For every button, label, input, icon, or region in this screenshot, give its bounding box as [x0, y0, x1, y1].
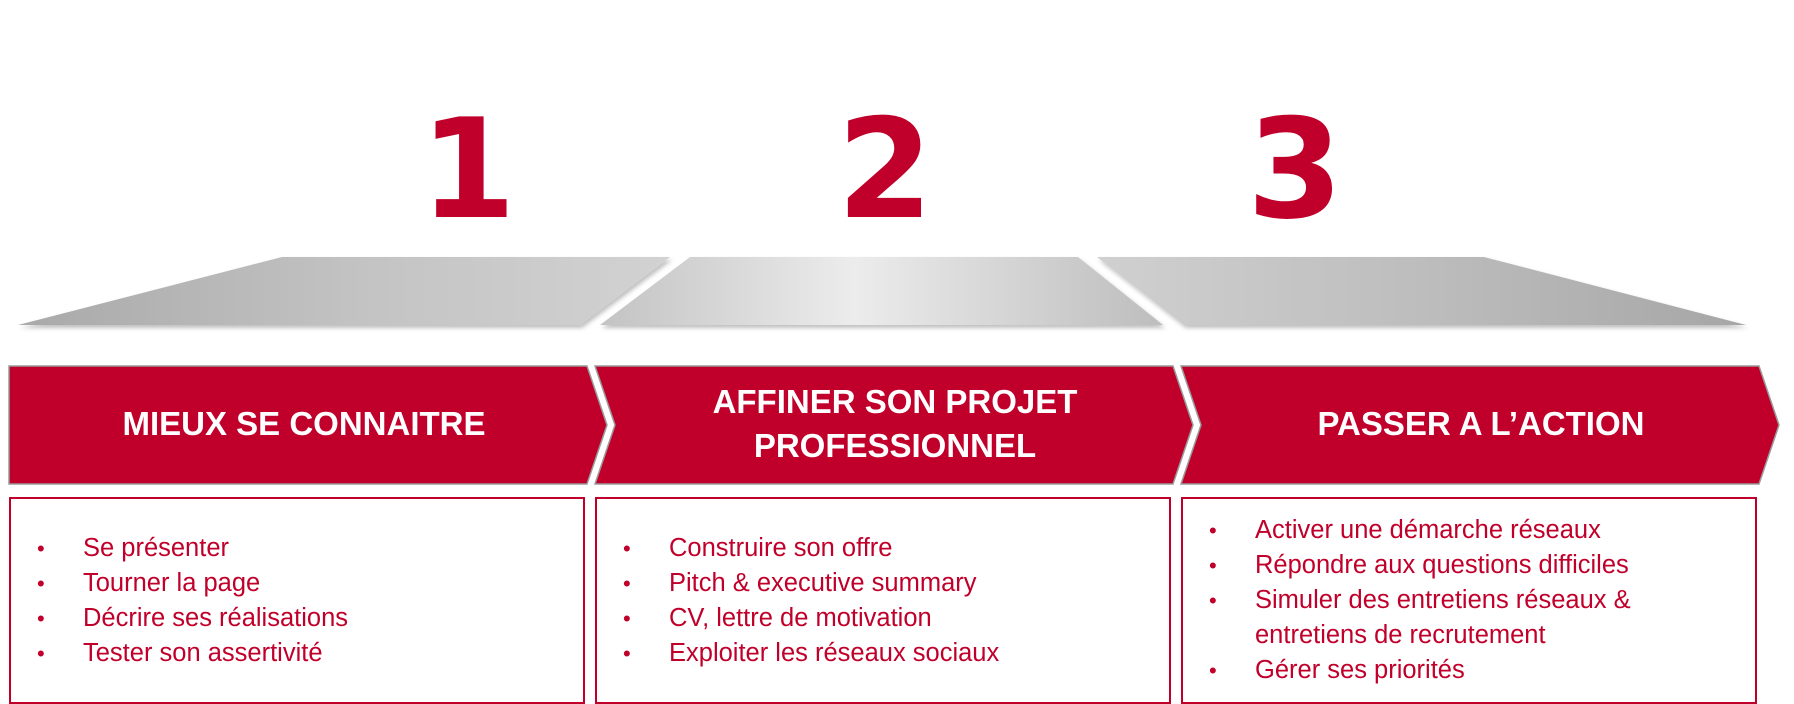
- list-item: CV, lettre de motivation: [617, 601, 999, 636]
- step-box-1: Se présenter Tourner la page Décrire ses…: [9, 497, 585, 704]
- step-box-3: Activer une démarche réseaux Répondre au…: [1181, 497, 1757, 704]
- step-title-3: PASSER A L’ACTION: [1317, 405, 1645, 442]
- list-item: Exploiter les réseaux sociaux: [617, 636, 999, 671]
- step-box-2: Construire son offre Pitch & executive s…: [595, 497, 1171, 704]
- step-list-3: Activer une démarche réseaux Répondre au…: [1203, 513, 1673, 688]
- list-item: Activer une démarche réseaux: [1203, 513, 1673, 548]
- step-title-1: MIEUX SE CONNAITRE: [122, 405, 486, 442]
- band-panel-2: [600, 257, 1163, 325]
- list-item: Se présenter: [31, 531, 348, 566]
- chevron-1: [8, 365, 608, 485]
- step-number-1: 1: [419, 89, 517, 250]
- list-item: Simuler des entretiens réseaux & entreti…: [1203, 583, 1673, 653]
- list-item: Pitch & executive summary: [617, 566, 999, 601]
- step-number-2: 2: [836, 89, 934, 250]
- list-item: Construire son offre: [617, 531, 999, 566]
- list-item: Répondre aux questions difficiles: [1203, 548, 1673, 583]
- step-number-3: 3: [1246, 89, 1344, 250]
- list-item: Gérer ses priorités: [1203, 653, 1673, 688]
- step-list-1: Se présenter Tourner la page Décrire ses…: [31, 531, 348, 671]
- list-item: Tester son assertivité: [31, 636, 348, 671]
- list-item: Tourner la page: [31, 566, 348, 601]
- band-panel-3: [1097, 257, 1746, 325]
- step-list-2: Construire son offre Pitch & executive s…: [617, 531, 999, 671]
- chevron-2: [593, 365, 1194, 485]
- chevron-3: [1179, 365, 1780, 485]
- step-title-2: AFFINER SON PROJET PROFESSIONNEL: [712, 383, 1078, 464]
- list-item: Décrire ses réalisations: [31, 601, 348, 636]
- band-panel-1: [18, 257, 670, 325]
